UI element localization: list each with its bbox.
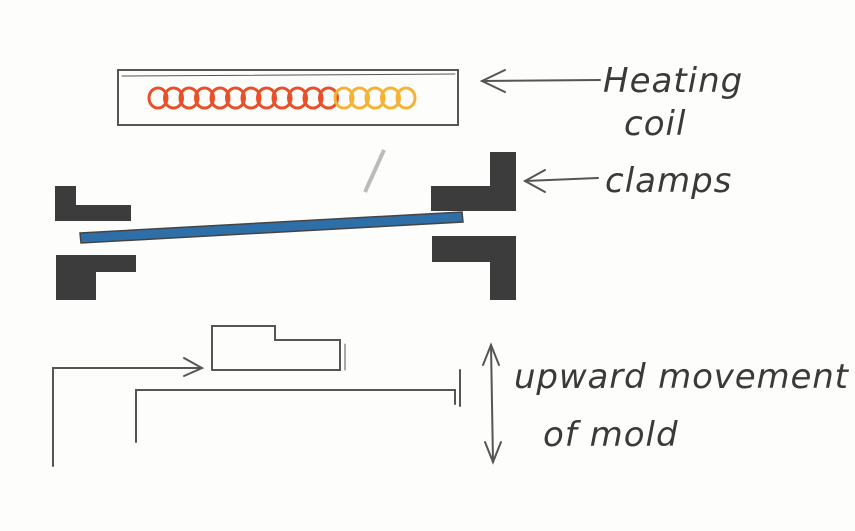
coil-loop — [256, 86, 277, 110]
heater-box — [117, 69, 459, 126]
coil-loop — [163, 86, 184, 110]
label-heating: Heating — [603, 61, 743, 101]
clamp-top-left — [55, 186, 131, 221]
clamp-bottom-left — [56, 255, 136, 300]
coil-loop — [225, 86, 246, 110]
coil-loop — [194, 86, 215, 110]
coil-loop — [333, 86, 355, 110]
clamps-arrow — [522, 169, 599, 193]
coil-loop — [380, 86, 401, 110]
label-coil: coil — [624, 104, 686, 144]
coil-loop — [349, 86, 370, 110]
mold-frame — [52, 357, 461, 467]
clamp-top-right — [431, 152, 516, 211]
coil-loop — [302, 86, 324, 110]
coil-loop — [209, 86, 231, 110]
coil-loop — [271, 86, 293, 110]
label-upward-movement: upward movement — [514, 357, 850, 397]
heating-coil — [147, 86, 417, 110]
coil-loop — [287, 86, 308, 110]
coil-loop — [318, 86, 339, 110]
label-of-mold: of mold — [543, 415, 679, 455]
pencil-mark — [363, 149, 386, 193]
coil-loop — [395, 86, 417, 110]
heating-coil-arrow — [479, 69, 601, 93]
coil-loop — [364, 86, 386, 110]
upward-movement-arrow — [482, 342, 502, 465]
coil-loop — [240, 86, 262, 110]
clamps — [55, 152, 516, 300]
coil-loop — [147, 86, 169, 110]
plastic-sheet — [79, 211, 464, 244]
coil-loop — [178, 86, 200, 110]
mold — [211, 325, 346, 371]
label-clamps: clamps — [605, 161, 732, 201]
clamp-bottom-right — [432, 236, 516, 300]
